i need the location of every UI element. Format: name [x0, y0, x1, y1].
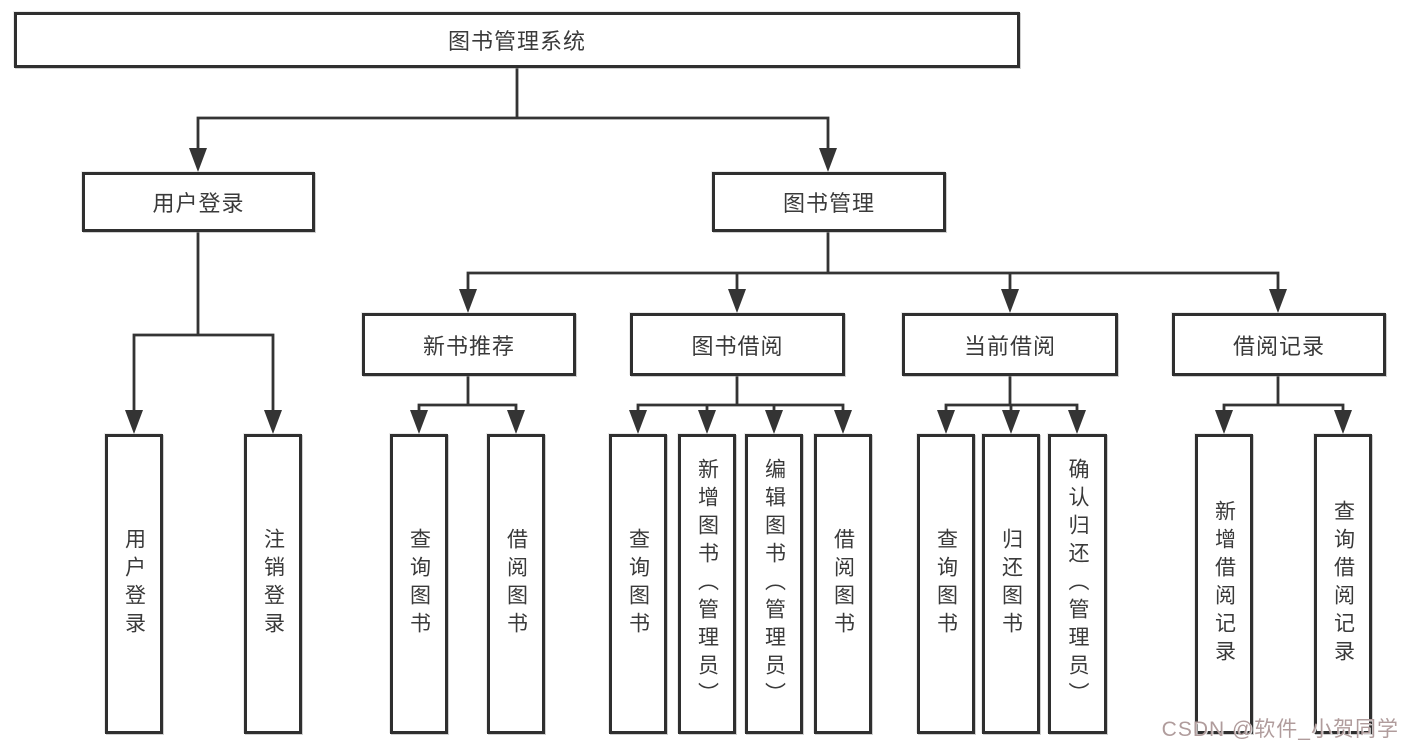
leaf-add-borrow-record: 新增借阅记录 — [1195, 434, 1253, 734]
leaf-query-books-current-label: 查询图书 — [934, 528, 958, 640]
node-book-management-label: 图书管理 — [782, 191, 875, 216]
node-book-borrow: 图书借阅 — [630, 313, 845, 376]
leaf-logout: 注销登录 — [244, 434, 302, 734]
leaf-add-book-admin: 新增图书（管理员） — [678, 434, 736, 734]
leaf-return-books-label: 归还图书 — [999, 528, 1023, 640]
leaf-confirm-return-admin-label: 确认归还（管理员） — [1066, 458, 1089, 710]
node-root-label: 图书管理系统 — [447, 29, 586, 54]
node-root-system: 图书管理系统 — [14, 12, 1020, 68]
leaf-query-books-current: 查询图书 — [917, 434, 975, 734]
leaf-add-book-admin-label: 新增图书（管理员） — [695, 458, 719, 710]
connector-segments — [132, 68, 1345, 420]
leaf-borrow-books-recommend: 借阅图书 — [487, 434, 545, 734]
leaf-borrow-books-borrow-label: 借阅图书 — [831, 528, 855, 640]
node-new-book-recommend: 新书推荐 — [362, 313, 576, 376]
csdn-watermark: CSDN @软件_小贺同学 — [1161, 718, 1399, 741]
leaf-query-books-recommend-label: 查询图书 — [407, 528, 431, 640]
node-book-borrow-label: 图书借阅 — [691, 333, 784, 359]
leaf-logout-label: 注销登录 — [261, 528, 285, 640]
node-borrow-records: 借阅记录 — [1172, 313, 1386, 376]
node-user-login-label: 用户登录 — [152, 191, 245, 216]
leaf-edit-book-admin: 编辑图书（管理员） — [745, 434, 803, 734]
node-book-management: 图书管理 — [712, 172, 946, 232]
node-user-login: 用户登录 — [82, 172, 315, 232]
leaf-query-books-borrow: 查询图书 — [609, 434, 667, 734]
leaf-query-borrow-record: 查询借阅记录 — [1314, 434, 1372, 734]
leaf-query-books-recommend: 查询图书 — [390, 434, 448, 734]
node-borrow-records-label: 借阅记录 — [1232, 333, 1325, 359]
node-current-borrow: 当前借阅 — [902, 313, 1118, 376]
node-new-book-recommend-label: 新书推荐 — [422, 333, 515, 359]
leaf-query-books-borrow-label: 查询图书 — [626, 528, 650, 640]
leaf-add-borrow-record-label: 新增借阅记录 — [1212, 500, 1236, 668]
leaf-user-login: 用户登录 — [105, 434, 163, 734]
leaf-borrow-books-recommend-label: 借阅图书 — [504, 528, 528, 640]
arrowheads — [125, 148, 1352, 434]
node-current-borrow-label: 当前借阅 — [963, 333, 1056, 359]
leaf-query-borrow-record-label: 查询借阅记录 — [1331, 500, 1355, 668]
leaf-user-login-label: 用户登录 — [122, 528, 146, 640]
leaf-edit-book-admin-label: 编辑图书（管理员） — [762, 458, 786, 710]
leaf-return-books: 归还图书 — [982, 434, 1040, 734]
leaf-borrow-books-borrow: 借阅图书 — [814, 434, 872, 734]
leaf-confirm-return-admin: 确认归还（管理员） — [1048, 434, 1107, 734]
